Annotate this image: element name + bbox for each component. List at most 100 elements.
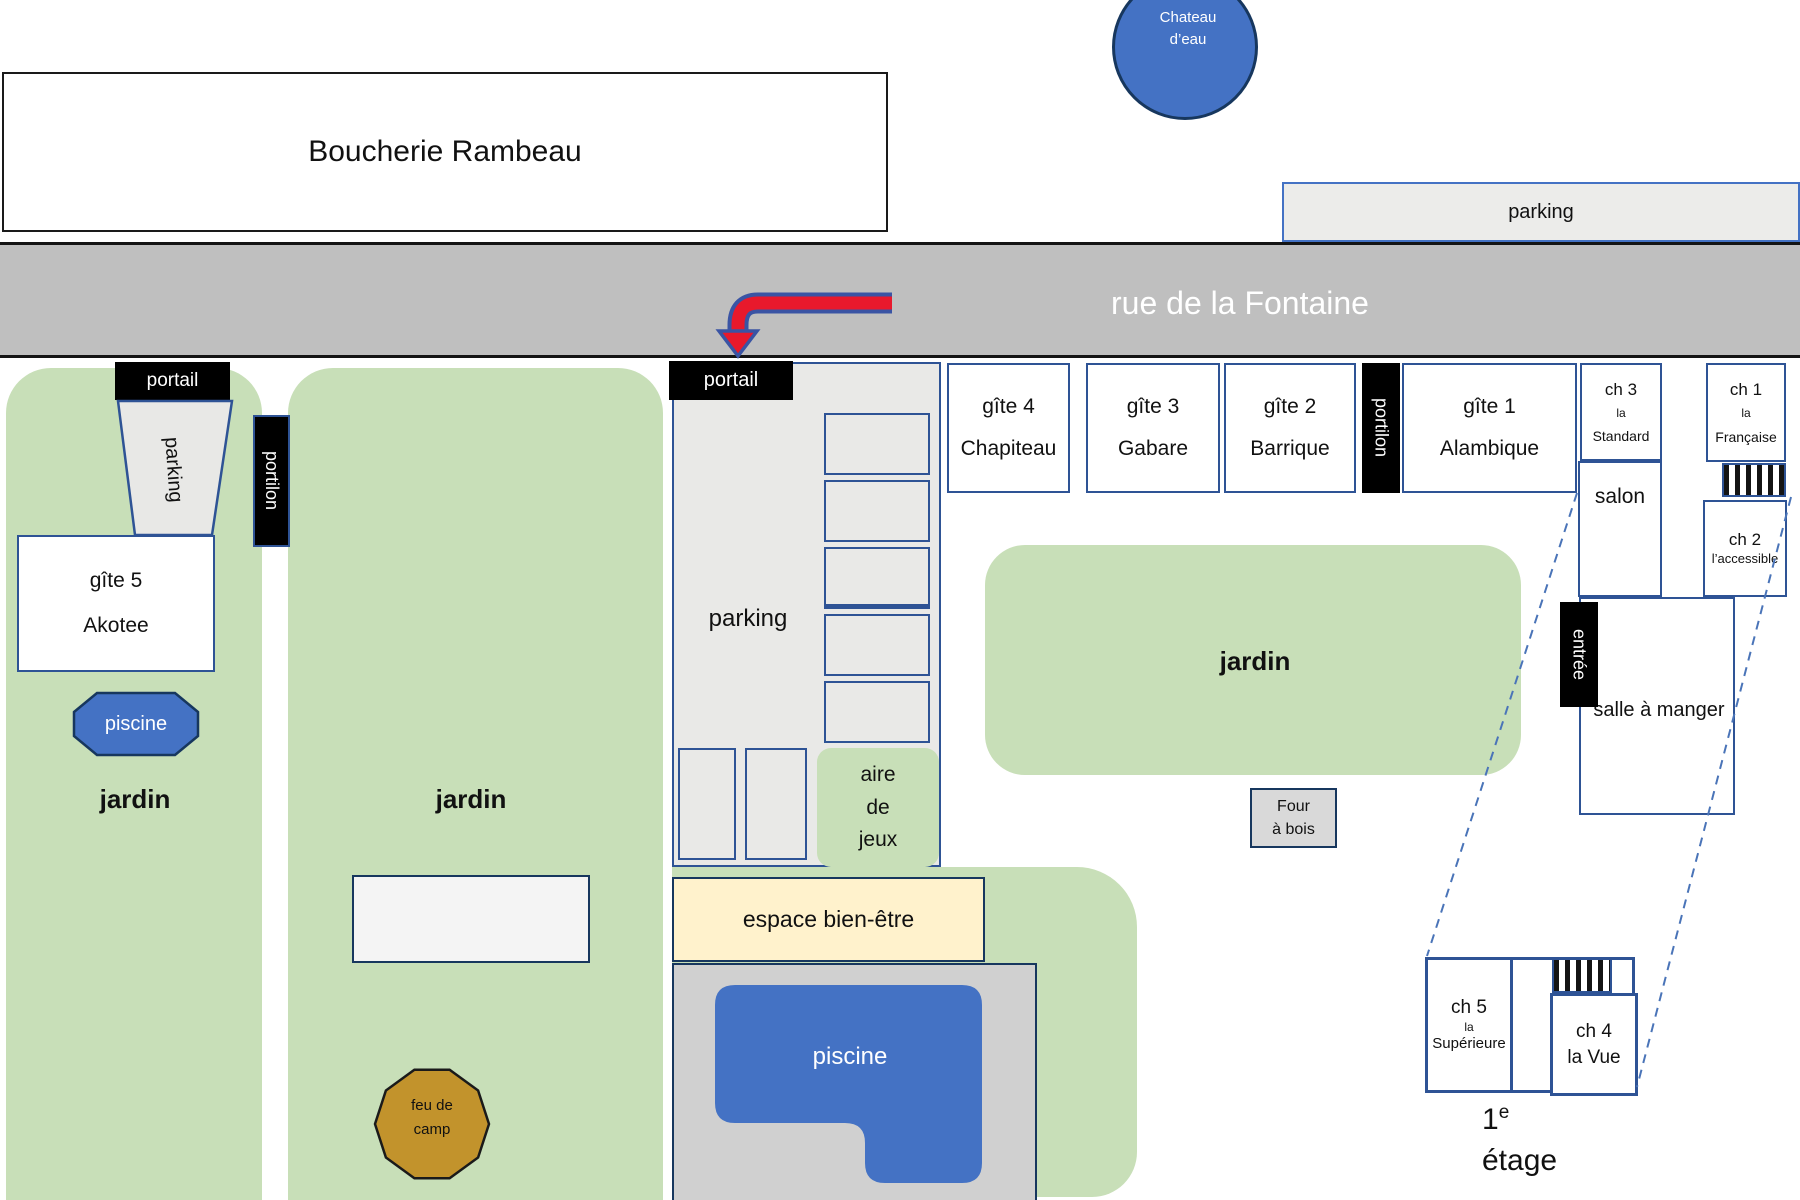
room-ch4: ch 4 la Vue [1550, 993, 1638, 1096]
playground-label-line2: de [866, 795, 890, 819]
terrace-rect [352, 875, 590, 963]
first-floor-caption-sup: e [1498, 1102, 1510, 1123]
pool-small-label-wrap: piscine [72, 691, 200, 757]
gite4-building: gîte 4 Chapiteau [947, 363, 1070, 493]
gite1-number: gîte 1 [1463, 395, 1516, 418]
water-tower: Chateau d’eau [1112, 0, 1258, 120]
room-ch3-number: ch 3 [1604, 380, 1638, 400]
room-ch5-sub1: la [1464, 1020, 1474, 1034]
room-ch4-number: ch 4 [1576, 1020, 1612, 1042]
wood-oven-label-line1: Four [1277, 797, 1310, 815]
gite3-number: gîte 3 [1126, 395, 1180, 418]
first-floor-caption: 1e étage [1482, 1100, 1652, 1181]
room-ch2: ch 2 l’accessible [1703, 500, 1787, 597]
gite2-building: gîte 2 Barrique [1224, 363, 1356, 493]
pool-main-label: piscine [812, 1043, 888, 1070]
gite3-name: Gabare [1117, 437, 1189, 460]
water-tower-label-line1: Chateau [1159, 9, 1217, 26]
room-salon-label: salon [1594, 485, 1646, 508]
garden-left-label: jardin [99, 783, 171, 814]
wellness-area: espace bien-être [672, 877, 985, 962]
gate-portilon-right: portilon [1362, 363, 1400, 493]
boucherie-building: Boucherie Rambeau [2, 72, 888, 232]
stairs-first-floor-icon [1552, 960, 1612, 993]
parking-north: parking [1282, 182, 1800, 242]
room-ch5-number: ch 5 [1451, 997, 1487, 1019]
gite5-number: gîte 5 [89, 568, 143, 592]
parking-stall [824, 614, 930, 676]
room-ch2-number: ch 2 [1728, 530, 1762, 549]
parking-north-label: parking [1508, 200, 1574, 223]
gite5-name: Akotee [83, 614, 149, 638]
parking-left-label-wrap: parking [151, 414, 195, 526]
gate-portail-left: portail [115, 362, 230, 400]
parking-central-label-wrap: parking [672, 600, 824, 638]
gite2-number: gîte 2 [1263, 395, 1317, 418]
pool-main-label-wrap: piscine [780, 1040, 920, 1074]
room-ch2-sub: l’accessible [1711, 551, 1779, 567]
room-ch5-sub2: Supérieure [1432, 1035, 1506, 1052]
garden-middle-label: jardin [435, 783, 507, 814]
gite4-number: gîte 4 [982, 395, 1035, 418]
playground-label-line3: jeux [858, 828, 898, 852]
water-tower-label-line2: d’eau [1169, 30, 1207, 48]
garden-center-label: jardin [1219, 645, 1291, 676]
room-ch3-sub1: la [1616, 405, 1626, 420]
gate-portilon-right-label: portilon [1371, 398, 1392, 458]
gate-portail-mid: portail [669, 361, 793, 400]
room-ch4-sub: la Vue [1567, 1046, 1621, 1068]
gite2-name: Barrique [1250, 437, 1330, 460]
room-ch1: ch 1 la Française [1706, 363, 1786, 462]
parking-stall [824, 480, 930, 542]
gate-portail-mid-label: portail [703, 369, 759, 391]
pool-small-label: piscine [104, 712, 168, 735]
parking-stall [678, 748, 736, 860]
garden-left-label-wrap: jardin [60, 782, 210, 816]
boucherie-label: Boucherie Rambeau [308, 135, 582, 168]
campfire-label-wrap: feu de camp [371, 1094, 493, 1152]
stairs-ground-icon [1722, 463, 1786, 497]
room-ch1-number: ch 1 [1729, 380, 1763, 400]
playground-label-line1: aire [860, 763, 896, 787]
entrance-arrow-icon [715, 292, 892, 359]
entrance-entree-label: entrée [1569, 628, 1590, 681]
parking-stall [824, 547, 930, 609]
room-ch3-sub2: Standard [1592, 427, 1650, 444]
gite5-building: gîte 5 Akotee [17, 535, 215, 672]
room-ch3: ch 3 la Standard [1580, 363, 1662, 461]
road-label: rue de la Fontaine [1111, 284, 1369, 321]
parking-left-label: parking [160, 436, 187, 504]
first-floor-caption-word: étage [1482, 1143, 1558, 1177]
gite4-name: Chapiteau [960, 437, 1057, 460]
first-floor-caption-number: 1 [1482, 1103, 1499, 1136]
parking-central-label: parking [708, 605, 788, 632]
playground-area: aire de jeux [817, 748, 939, 867]
campfire-label-line1: feu de [411, 1097, 453, 1114]
garden-center-label-wrap: jardin [1180, 644, 1330, 678]
gate-portilon-left: portilon [253, 415, 290, 547]
room-salle-label: salle à manger [1593, 698, 1725, 721]
gate-portail-left-label: portail [146, 370, 199, 391]
campfire-shape [373, 1068, 491, 1180]
garden-middle-label-wrap: jardin [396, 782, 546, 816]
garden-middle [288, 368, 663, 1200]
room-salle-a-manger: salle à manger [1579, 597, 1735, 815]
room-ch5: ch 5 la Supérieure [1425, 957, 1513, 1093]
parking-stall [824, 413, 930, 475]
gite1-name: Alambique [1439, 437, 1540, 460]
gite1-building: gîte 1 Alambique [1402, 363, 1577, 493]
first-floor-inset: ch 5 la Supérieure ch 4 la Vue [1425, 957, 1638, 1096]
wood-oven: Four à bois [1250, 788, 1337, 848]
wellness-label: espace bien-être [742, 906, 915, 932]
road-rue-de-la-fontaine: rue de la Fontaine [0, 242, 1800, 358]
pool-small-shape [72, 691, 200, 757]
campfire-label-line2: camp [413, 1121, 451, 1138]
room-salon: salon [1578, 461, 1662, 597]
room-ch1-sub2: Française [1715, 428, 1777, 445]
pool-main-shape [715, 985, 982, 1183]
parking-stall [824, 681, 930, 743]
room-ch1-sub1: la [1741, 406, 1751, 421]
wood-oven-label-line2: à bois [1272, 821, 1315, 838]
gite3-building: gîte 3 Gabare [1086, 363, 1220, 493]
